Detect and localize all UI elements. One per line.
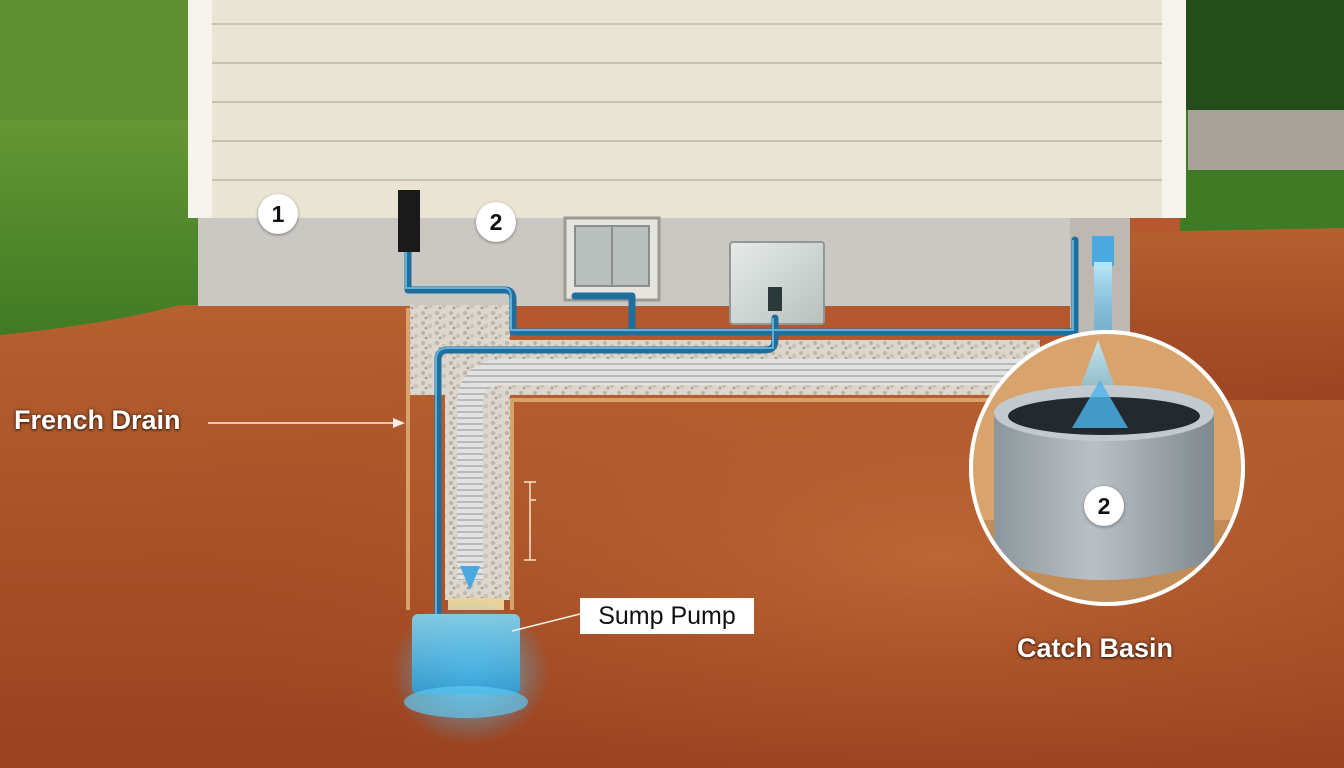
pipe-highlights xyxy=(405,240,1074,615)
patio xyxy=(1188,110,1344,170)
sump-water xyxy=(412,614,520,694)
flow-arrow xyxy=(460,566,480,590)
french-drain-label: French Drain xyxy=(14,405,181,435)
outlet-spout xyxy=(1092,236,1114,266)
marker-2-badge: 2 xyxy=(476,202,516,242)
trees-left xyxy=(0,0,200,120)
perforated-pipe xyxy=(457,359,1040,580)
downspout xyxy=(398,190,420,252)
catch-basin-label: Catch Basin xyxy=(1017,633,1174,663)
trees-right xyxy=(1180,0,1344,110)
catch-basin-inset-border xyxy=(969,330,1245,606)
catch-basin-marker-badge: 2 xyxy=(1084,486,1124,526)
siding-lines xyxy=(212,23,1162,181)
sump-pump-label: Sump Pump xyxy=(580,598,754,634)
outlet-stream xyxy=(1094,262,1112,332)
house-siding xyxy=(188,0,1186,218)
trench-wall-inner xyxy=(510,398,1040,610)
depth-marker xyxy=(524,481,536,561)
sump-water-bottom xyxy=(404,686,528,718)
basin-water-spray xyxy=(1072,380,1128,428)
corner-trim-right xyxy=(1162,0,1186,218)
control-box xyxy=(729,241,825,325)
control-box-switch xyxy=(768,287,782,311)
marker-1-badge: 1 xyxy=(258,194,298,234)
corner-trim-left xyxy=(188,0,212,218)
leader-lines xyxy=(208,422,581,632)
french-drain-arrowhead xyxy=(393,418,405,428)
